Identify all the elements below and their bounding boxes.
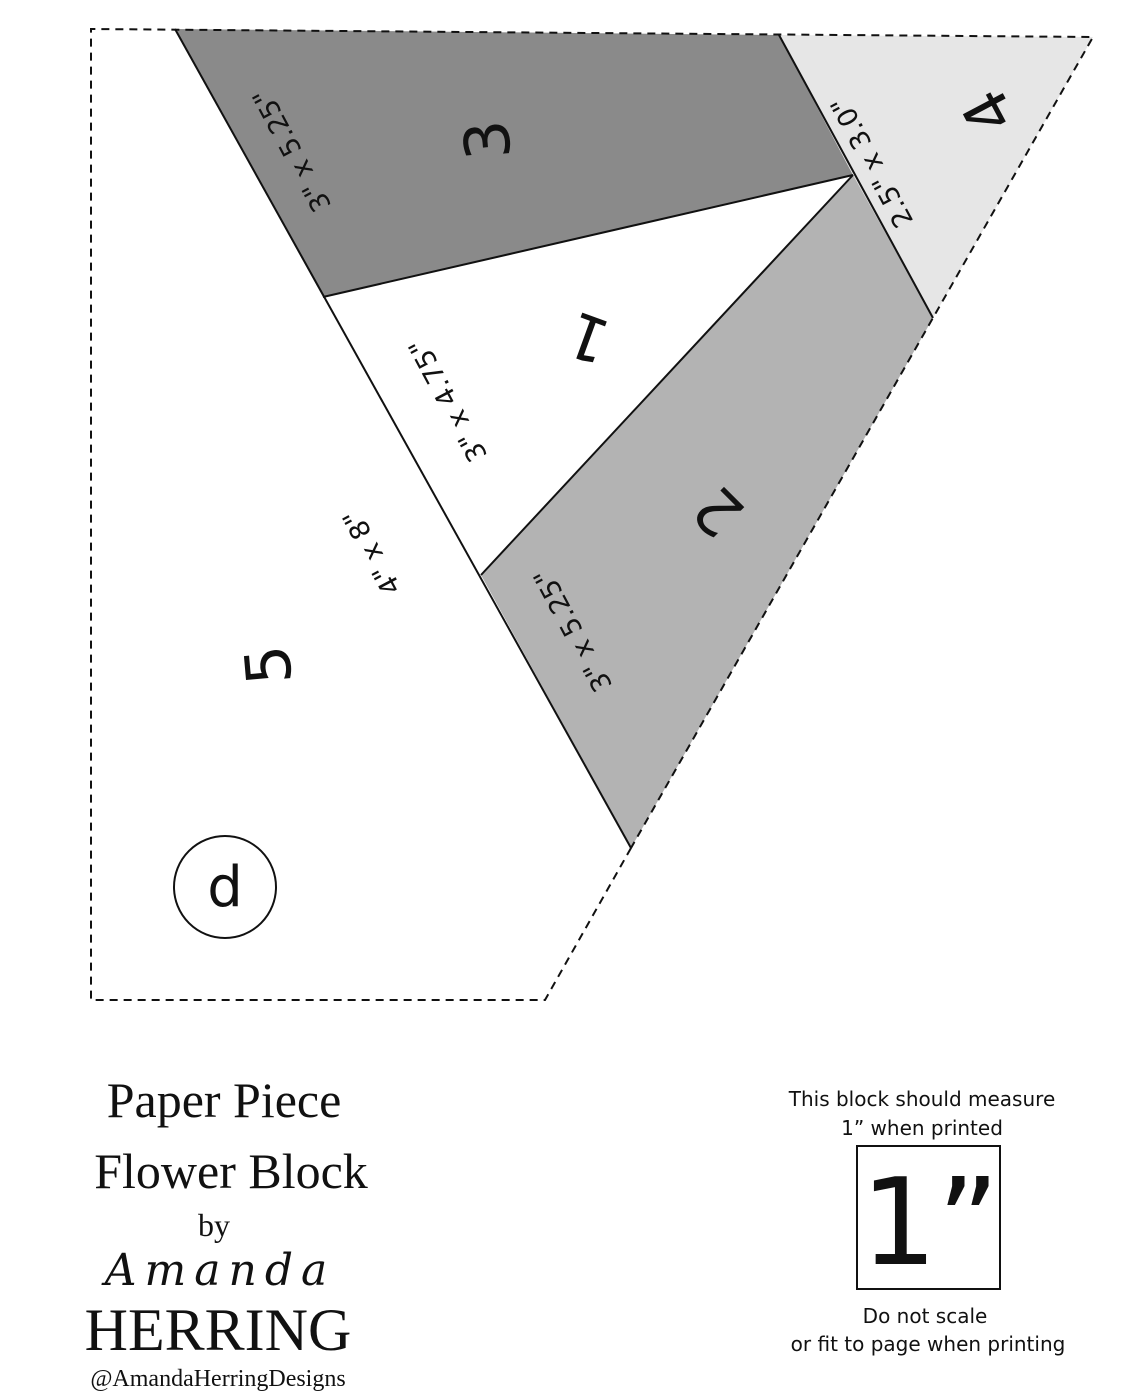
section-label-circle	[173, 835, 277, 939]
scale-warning-line-1: Do not scale	[863, 1304, 988, 1328]
title-line-1: Paper Piece	[107, 1072, 342, 1128]
section-label: d	[207, 855, 243, 920]
title-line-2: Flower Block	[94, 1143, 368, 1199]
credit-handle: @AmandaHerringDesigns	[90, 1366, 345, 1392]
seam-allowance-outline	[90, 27, 1095, 1001]
credit-by: by	[198, 1207, 230, 1243]
piece-5-size: 4" x 8"	[337, 504, 408, 600]
scale-box	[856, 1145, 1001, 1290]
scale-box-label: 1”	[861, 1154, 1000, 1293]
piece-3-number: 3	[449, 117, 525, 163]
credit-surname: HERRING	[85, 1297, 352, 1363]
scale-warning-line-2: or fit to page when printing	[791, 1332, 1066, 1356]
piece-2	[481, 175, 933, 848]
piece-5-number: 5	[230, 642, 306, 688]
credit-script-name: Amanda	[101, 1245, 335, 1296]
seam-lines	[174, 28, 934, 849]
piece-1	[323, 175, 853, 575]
piece-4	[779, 35, 1093, 318]
piece-3	[175, 29, 853, 297]
scale-note-line-2: 1” when printed	[841, 1116, 1003, 1140]
scale-note-line-1: This block should measure	[788, 1087, 1056, 1111]
